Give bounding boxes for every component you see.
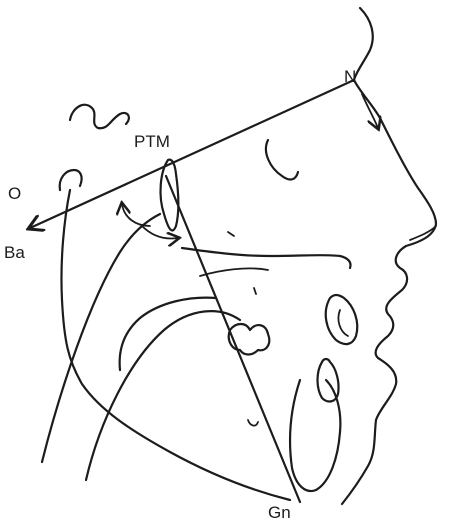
- pharyngeal-line-1: [42, 214, 160, 462]
- label-gn: Gn: [268, 504, 291, 521]
- label-o: O: [8, 185, 21, 202]
- cranial-squiggle: [70, 105, 129, 128]
- label-n: N: [344, 68, 356, 85]
- molar-outline: [229, 324, 270, 355]
- sn-line: [30, 80, 354, 228]
- upper-incisor: [326, 295, 358, 344]
- palatal-plane: [182, 248, 351, 268]
- ptm-fissure: [161, 160, 179, 231]
- rotation-arrow-right: [142, 226, 178, 239]
- mark-small-1: [254, 288, 256, 294]
- facial-axis-line: [166, 176, 300, 502]
- palate-lower: [200, 268, 268, 276]
- orbit-curve: [266, 140, 298, 179]
- porion-curve: [60, 170, 82, 190]
- label-ptm: PTM: [134, 133, 170, 150]
- upper-incisor-inner: [338, 310, 348, 336]
- label-ba: Ba: [4, 244, 25, 261]
- pharyngeal-line-2: [86, 311, 240, 480]
- mark-small-3: [228, 232, 234, 236]
- mark-small-2: [248, 420, 258, 426]
- oral-cavity-curve: [120, 298, 216, 370]
- posterior-ramus-outline: [61, 190, 290, 500]
- symphysis-outline: [290, 380, 340, 491]
